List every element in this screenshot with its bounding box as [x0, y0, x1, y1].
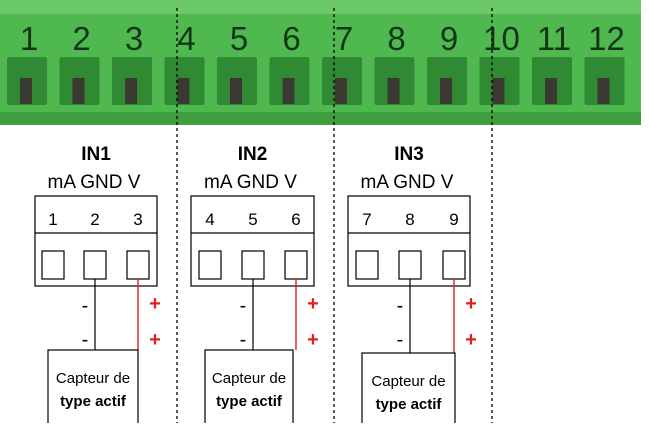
terminal-square [355, 250, 379, 280]
input-block-in1: IN1 mA GND V 1 2 3 - - + + Capteur de type actif [34, 144, 161, 428]
minus-mark: - [82, 329, 89, 351]
input-title: IN3 [394, 144, 424, 165]
pin-number: 3 [133, 210, 142, 229]
terminal-square [41, 250, 65, 280]
plus-mark: + [149, 329, 161, 351]
input-block-in2: IN2 mA GND V 4 5 6 - - + + Capteur de type actif [190, 144, 319, 428]
terminal-screw [282, 78, 295, 104]
terminal-strip-top [0, 0, 641, 14]
terminal-screw [597, 78, 610, 104]
pin-number: 6 [291, 210, 300, 229]
pin-number: 2 [90, 210, 99, 229]
terminal-number: 2 [72, 20, 90, 57]
terminal-screw [72, 78, 85, 104]
sensor-box [204, 349, 294, 428]
terminal-number: 12 [588, 20, 625, 57]
sensor-label-line1: Capteur de [371, 373, 445, 390]
pin-labels: mA GND V [361, 172, 454, 193]
terminal-number: 5 [230, 20, 248, 57]
sensor-label-line2: type actif [216, 393, 283, 410]
pin-number: 9 [449, 210, 458, 229]
terminal-screw [492, 78, 505, 104]
minus-mark: - [240, 295, 247, 317]
terminal-screw [545, 78, 557, 104]
minus-mark: - [397, 295, 404, 317]
terminal-strip-bottom-shade [0, 112, 641, 125]
plus-mark: + [307, 329, 319, 351]
plus-mark: + [149, 293, 161, 315]
input-title: IN2 [238, 144, 268, 165]
terminal-square [198, 250, 222, 280]
input-block-in3: IN3 mA GND V 7 8 9 - - + + Capteur de type actif [347, 144, 477, 428]
terminal-slots [7, 57, 625, 105]
terminal-square [284, 250, 308, 280]
sensor-label-line2: type actif [60, 393, 127, 410]
plus-mark: + [307, 293, 319, 315]
sensor-label-line1: Capteur de [212, 370, 286, 387]
terminal-screw [440, 78, 452, 104]
sensor-box [361, 352, 456, 428]
pin-labels: mA GND V [48, 172, 141, 193]
plus-mark: + [465, 293, 477, 315]
terminal-square [126, 250, 150, 280]
minus-mark: - [397, 329, 404, 351]
pin-number: 4 [205, 210, 214, 229]
terminal-square [241, 250, 265, 280]
terminal-number: 4 [177, 20, 195, 57]
terminal-number: 1 [20, 20, 38, 57]
terminal-square [442, 250, 466, 280]
terminal-screw [177, 78, 190, 104]
pin-number: 7 [362, 210, 371, 229]
terminal-number: 8 [387, 20, 405, 57]
terminal-screw [20, 78, 32, 104]
terminal-screw [230, 78, 242, 104]
pin-labels: mA GND V [204, 172, 297, 193]
terminal-number: 7 [335, 20, 353, 57]
sensor-label-line2: type actif [376, 396, 443, 413]
terminal-square [83, 250, 107, 280]
terminal-square [398, 250, 422, 280]
pin-number: 1 [48, 210, 57, 229]
terminal-number: 6 [282, 20, 300, 57]
terminal-screw [125, 78, 137, 104]
sensor-box [47, 349, 139, 428]
terminal-number: 10 [483, 20, 520, 57]
sensor-label-line1: Capteur de [56, 370, 130, 387]
input-title: IN1 [81, 144, 111, 165]
plus-mark: + [465, 329, 477, 351]
pin-number: 8 [405, 210, 414, 229]
terminal-number: 9 [440, 20, 458, 57]
terminal-screw [335, 78, 347, 104]
pin-number: 5 [248, 210, 257, 229]
minus-mark: - [240, 329, 247, 351]
terminal-number: 3 [125, 20, 143, 57]
terminal-number: 11 [537, 20, 571, 57]
minus-mark: - [82, 295, 89, 317]
terminal-screw [387, 78, 400, 104]
